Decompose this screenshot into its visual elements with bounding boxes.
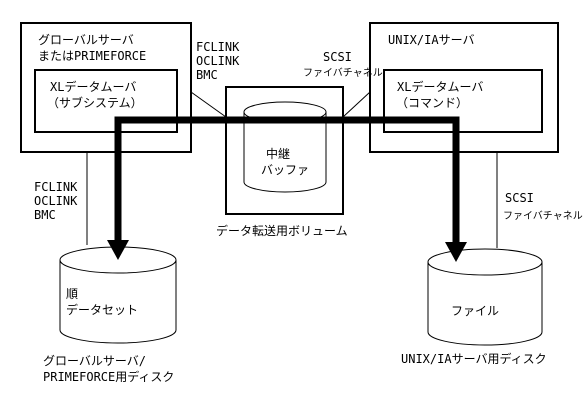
- right-link-label-line2: ファイバチャネル: [303, 67, 383, 79]
- data-flow-line: [114, 116, 460, 244]
- global-server-disk: 順 データセット: [59, 246, 177, 344]
- subsystem-label-line2: （サブシステム）: [47, 95, 143, 110]
- global-server-title-line1: グローバルサーバ: [38, 33, 134, 47]
- left-link-label-line1: FCLINK: [196, 40, 240, 54]
- lower-left-link-label-line1: FCLINK: [34, 180, 78, 194]
- global-server-disk-content-line1: 順: [66, 287, 78, 301]
- transfer-volume-box: [225, 86, 344, 215]
- left-server-to-volume-line: [190, 91, 227, 118]
- global-server-box: グローバルサーバ またはPRIMEFORCE XLデータムーバ （サブシステム）: [20, 22, 192, 153]
- global-server-disk-content-line2: データセット: [66, 302, 138, 317]
- transfer-volume-caption: データ転送用ボリューム: [216, 223, 348, 238]
- unix-server-disk: ファイル: [427, 248, 543, 346]
- lower-right-link-label-line2: ファイバチャネル: [503, 210, 583, 222]
- lower-right-link-label-line1: SCSI: [505, 191, 534, 205]
- relay-buffer-cylinder-body: [243, 112, 327, 193]
- unix-server-disk-cylinder-body: [427, 262, 543, 346]
- subsystem-label-line1: XLデータムーバ: [50, 79, 136, 94]
- command-label-line2: （コマンド）: [396, 96, 468, 110]
- unix-server-disk-caption: UNIX/IAサーバ用ディスク: [401, 351, 547, 366]
- data-flow-path: [107, 116, 467, 262]
- lower-left-link-label-line3: BMC: [34, 208, 56, 222]
- global-server-disk-cylinder-body: [59, 260, 177, 344]
- relay-buffer-label-line1: 中継: [266, 146, 290, 161]
- unix-server-disk-cylinder-top: [427, 248, 543, 276]
- relay-buffer-label-line2: バッファ: [261, 163, 309, 177]
- right-server-to-volume-line: [342, 91, 371, 118]
- global-server-disk-caption-line2: PRIMEFORCE用ディスク: [43, 369, 174, 384]
- right-link-label-line1: SCSI: [323, 50, 352, 64]
- unix-server-box: UNIX/IAサーバ XLデータムーバ （コマンド）: [369, 22, 559, 153]
- left-link-label-line3: BMC: [196, 68, 218, 82]
- global-server-title-line2: またはPRIMEFORCE: [38, 49, 146, 63]
- arrowhead-down-icon: [445, 242, 467, 262]
- command-label-line1: XLデータムーバ: [397, 79, 483, 94]
- lower-left-link-label-line2: OCLINK: [34, 194, 78, 208]
- left-link-label-line2: OCLINK: [196, 54, 240, 68]
- unix-server-title: UNIX/IAサーバ: [388, 33, 474, 47]
- connector-lines: [86, 91, 498, 248]
- global-server-disk-caption-line1: グローバルサーバ/: [43, 354, 146, 368]
- unix-server-disk-content: ファイル: [451, 304, 499, 318]
- arrowhead-down-icon: [107, 240, 129, 260]
